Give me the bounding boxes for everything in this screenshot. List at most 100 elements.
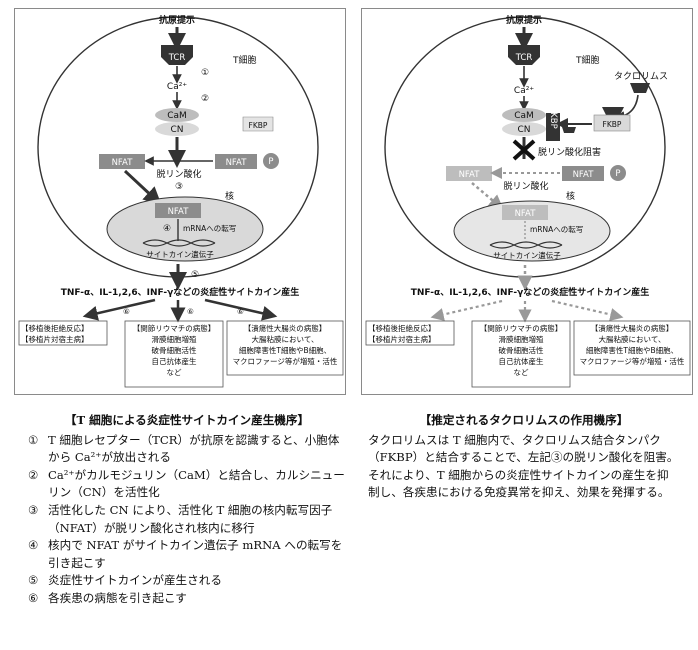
box1-line2: 【移植片対宿主病】 bbox=[368, 334, 436, 344]
box3-line1: 【潰瘍性大腸炎の病態】 bbox=[244, 323, 327, 333]
mechanism-paragraph-1: タクロリムスは T 細胞内で、タクロリムス結合タンパク（FKBP）と結合すること… bbox=[368, 432, 679, 465]
cytokine-label: TNF-α、IL-1,2,6、INF-γなどの炎症性サイトカイン産生 bbox=[61, 286, 300, 298]
tacrolimus-label: タクロリムス bbox=[614, 71, 668, 82]
cam-label: CaM bbox=[167, 111, 187, 121]
t-cell-label: T細胞 bbox=[575, 54, 600, 66]
step6-marker-b: ⑥ bbox=[187, 307, 194, 316]
box1-line2: 【移植片対宿主病】 bbox=[21, 334, 89, 344]
box3-line2: 大腸粘膜において、 bbox=[599, 334, 666, 344]
step-number: ⑤ bbox=[28, 573, 39, 588]
nfat-p-box bbox=[562, 166, 604, 181]
tacrolimus-molecule bbox=[630, 83, 650, 93]
antigen-label: 抗原提示 bbox=[159, 14, 195, 26]
box2-line1: 【関節リウマチの病態】 bbox=[133, 323, 216, 333]
box3-line1: 【潰瘍性大腸炎の病態】 bbox=[591, 323, 674, 333]
disease-box-uc bbox=[573, 320, 691, 376]
box1-line1: 【移植後拒絶反応】 bbox=[368, 323, 436, 333]
disease-box-transplant bbox=[18, 320, 108, 346]
step-text: 核内で NFAT がサイトカイン遺伝子 mRNA への転写を引き起こす bbox=[48, 538, 343, 570]
step6-arrow-left bbox=[82, 298, 156, 321]
right-diagram-panel: 抗原提示 TCR T細胞 タクロリムス Ca²⁺ CaM CN FKBP FKB… bbox=[361, 8, 693, 395]
fkbp-label: FKBP bbox=[603, 120, 622, 129]
dna-strand-1 bbox=[142, 239, 216, 247]
tcr-receptor bbox=[508, 45, 540, 65]
left-caption: 【T 細胞による炎症性サイトカイン産生機序】 ① T 細胞レセプター（TCR）が抗… bbox=[28, 412, 346, 608]
cn-shape bbox=[155, 122, 199, 136]
step3-marker: ③ bbox=[175, 182, 183, 192]
nucleus-label: 核 bbox=[566, 190, 575, 202]
cam-shape bbox=[502, 108, 546, 122]
box3-line4: マクロファージ等が増殖・活性 bbox=[580, 356, 685, 366]
phosphate-label: P bbox=[615, 169, 620, 179]
disease-arrow-right-blocked bbox=[551, 299, 624, 321]
box3-line4: マクロファージ等が増殖・活性 bbox=[233, 356, 338, 366]
box2-line5: など bbox=[167, 368, 182, 377]
disease-arrow-left-blocked bbox=[430, 299, 503, 321]
box2-line3: 破骨細胞活性 bbox=[152, 345, 197, 355]
phosphate-label: P bbox=[268, 157, 273, 167]
box3-line3: 細胞障害性T細胞やB細胞、 bbox=[586, 345, 678, 355]
nfat-nucleus-box bbox=[155, 203, 201, 218]
cam-shape bbox=[155, 108, 199, 122]
nucleus-shape bbox=[106, 196, 264, 262]
mrna-label: mRNAへの転写 bbox=[183, 224, 236, 233]
step4-marker: ④ bbox=[163, 224, 171, 234]
step-number: ② bbox=[28, 467, 39, 482]
nfat-translocation-arrow bbox=[123, 169, 162, 206]
box2-line2: 滑膜細胞増殖 bbox=[152, 334, 197, 344]
step-text: 炎症性サイトカインが産生される bbox=[48, 573, 222, 588]
cam-label: CaM bbox=[514, 111, 534, 121]
step-number: ③ bbox=[28, 502, 39, 517]
step1-marker: ① bbox=[201, 68, 209, 78]
t-cell-cytokine-diagram: 抗原提示 TCR T細胞 ① Ca²⁺ ② CaM CN FKBP NFAT N… bbox=[18, 14, 344, 388]
tacrolimus-mechanism-diagram: 抗原提示 TCR T細胞 タクロリムス Ca²⁺ CaM CN FKBP FKB… bbox=[365, 14, 691, 388]
right-caption-title: 【推定されるタクロリムスの作用機序】 bbox=[419, 413, 629, 427]
box2-line5: など bbox=[514, 368, 529, 377]
dna-strand-2 bbox=[142, 239, 216, 247]
step-text: T 細胞レセプター（TCR）が抗原を認識すると、小胞体から Ca²⁺が放出される bbox=[48, 432, 340, 465]
fkbp-shape bbox=[593, 114, 631, 132]
box2-line3: 破骨細胞活性 bbox=[499, 345, 544, 355]
nfat-nucleus-label: NFAT bbox=[515, 209, 537, 219]
gene-label: サイトカイン遺伝子 bbox=[146, 249, 214, 259]
left-diagram-panel: 抗原提示 TCR T細胞 ① Ca²⁺ ② CaM CN FKBP NFAT N… bbox=[14, 8, 346, 395]
tcr-label: TCR bbox=[168, 53, 186, 63]
mrna-label: mRNAへの転写 bbox=[530, 225, 583, 234]
cytokine-label: TNF-α、IL-1,2,6、INF-γなどの炎症性サイトカイン産生 bbox=[411, 286, 650, 298]
fkbp-shape bbox=[242, 116, 274, 132]
mechanism-paragraph-2: それにより、T 細胞からの炎症性サイトカインの産生を抑制し、各疾患における免疫異… bbox=[368, 467, 670, 500]
disease-box-ra bbox=[124, 320, 224, 388]
box3-line3: 細胞障害性T細胞やB細胞、 bbox=[239, 345, 331, 355]
nfat-p-box bbox=[215, 154, 257, 169]
tcr-receptor bbox=[161, 45, 193, 65]
step5-marker: ⑤ bbox=[191, 270, 199, 280]
box3-line2: 大腸粘膜において、 bbox=[252, 334, 319, 344]
t-cell-label: T細胞 bbox=[232, 54, 257, 66]
cn-label: CN bbox=[170, 125, 183, 135]
nfat-cytoplasm-label: NFAT bbox=[112, 158, 134, 168]
cn-shape bbox=[502, 122, 546, 136]
disease-box-ra bbox=[471, 320, 571, 388]
box2-line4: 自己抗体産生 bbox=[499, 356, 544, 366]
disease-box-transplant bbox=[365, 320, 455, 346]
tacrolimus-bound bbox=[562, 127, 576, 133]
dephos-label: 脱リン酸化 bbox=[156, 168, 201, 180]
nfat-p-label: NFAT bbox=[573, 170, 595, 180]
step6-arrow-right bbox=[204, 298, 278, 321]
nfat-cytoplasm-box bbox=[99, 154, 145, 169]
nfat-nucleus-label: NFAT bbox=[168, 207, 190, 217]
antigen-label: 抗原提示 bbox=[506, 14, 542, 26]
dna-strand-1 bbox=[489, 241, 563, 249]
phosphate-circle bbox=[263, 153, 279, 169]
step-text: 活性化した CN により、活性化 T 細胞の核内転写因子（NFAT）が脱リン酸化… bbox=[48, 502, 333, 535]
phosphate-circle bbox=[610, 165, 626, 181]
step-number: ① bbox=[28, 432, 39, 447]
box2-line2: 滑膜細胞増殖 bbox=[499, 334, 544, 344]
tacrolimus-fkbp-drug bbox=[602, 107, 624, 115]
step6-marker-a: ⑥ bbox=[123, 307, 130, 316]
box1-line1: 【移植後拒絶反応】 bbox=[21, 323, 89, 333]
left-caption-title: 【T 細胞による炎症性サイトカイン産生機序】 bbox=[64, 413, 310, 427]
ca-label: Ca²⁺ bbox=[514, 86, 534, 96]
tcr-label: TCR bbox=[515, 53, 533, 63]
